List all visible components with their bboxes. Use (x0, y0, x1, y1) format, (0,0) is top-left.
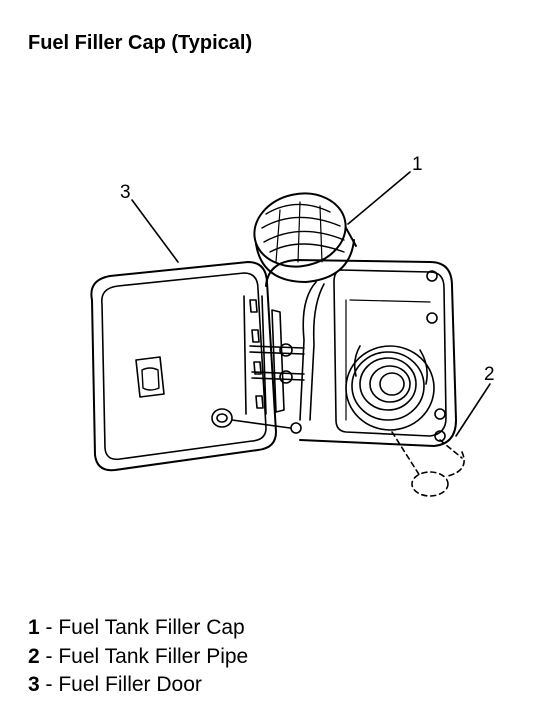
legend-item: 3 - Fuel Filler Door (28, 673, 202, 696)
fuel-filler-cap (253, 192, 357, 283)
cap-tether (299, 281, 325, 421)
fuel-filler-door (90, 261, 277, 472)
leader-lines (131, 171, 491, 437)
legend-item: 2 - Fuel Tank Filler Pipe (28, 644, 249, 668)
legend-list: 1 - Fuel Tank Filler Cap 2 - Fuel Tank F… (28, 614, 248, 700)
legend-item: 1 - Fuel Tank Filler Cap (28, 616, 245, 639)
callout-1: 1 (412, 154, 423, 175)
callout-3: 3 (120, 182, 131, 203)
diagram-title: Fuel Filler Cap (Typical) (28, 32, 253, 54)
filler-pipe-neck (345, 345, 435, 431)
callout-2: 2 (484, 364, 495, 385)
door-hinge (243, 295, 305, 415)
filler-pipe-hidden (391, 431, 465, 497)
grommet (211, 408, 302, 434)
